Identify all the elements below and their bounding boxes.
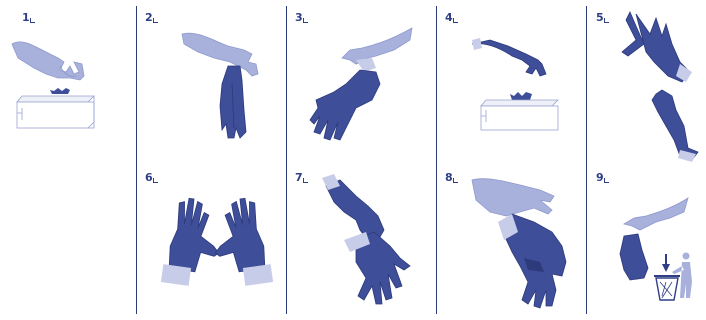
step-2-illustration	[182, 33, 258, 138]
step-1-illustration	[12, 42, 94, 128]
step-8-illustration	[472, 179, 566, 308]
step-7-illustration	[322, 174, 410, 304]
step-3-illustration	[310, 28, 412, 140]
step-5-illustration	[622, 12, 698, 162]
step-4-illustration	[472, 38, 558, 130]
step-6-illustration	[161, 197, 273, 286]
step-9-illustration	[620, 198, 692, 300]
